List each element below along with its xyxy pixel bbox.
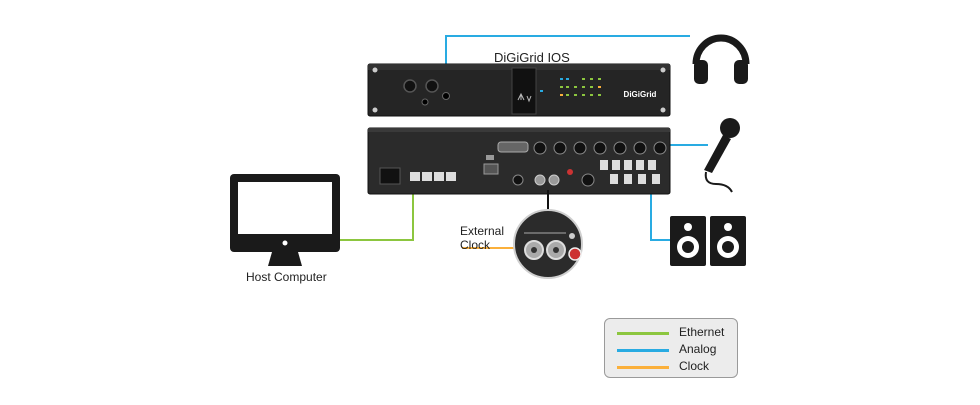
legend-line-ethernet bbox=[617, 332, 669, 335]
legend: Ethernet Analog Clock bbox=[604, 318, 738, 378]
microphone-icon bbox=[704, 118, 740, 193]
legend-item-ethernet: Ethernet bbox=[617, 325, 737, 341]
legend-label-clock: Clock bbox=[679, 359, 710, 373]
legend-item-clock: Clock bbox=[617, 359, 737, 375]
external-clock-label-2: Clock bbox=[460, 238, 491, 252]
legend-item-analog: Analog bbox=[617, 342, 737, 358]
external-clock-label-1: External bbox=[460, 224, 505, 238]
legend-line-analog bbox=[617, 349, 669, 352]
headphones-icon bbox=[692, 34, 750, 84]
host-computer-label: Host Computer bbox=[246, 270, 327, 284]
legend-label-analog: Analog bbox=[679, 342, 717, 356]
front-panel bbox=[367, 63, 671, 117]
clock-zoom-callout bbox=[513, 209, 583, 279]
rear-panel bbox=[367, 127, 671, 195]
analog-cable-speakers bbox=[650, 190, 670, 241]
legend-label-ethernet: Ethernet bbox=[679, 325, 725, 339]
page-title: DiGiGrid IOS bbox=[494, 50, 570, 65]
front-brand-label: DiGiGrid bbox=[624, 90, 657, 99]
ethernet-cable bbox=[340, 182, 414, 241]
legend-line-clock bbox=[617, 366, 669, 369]
computer-icon bbox=[230, 174, 340, 266]
speaker-icon bbox=[670, 216, 746, 266]
